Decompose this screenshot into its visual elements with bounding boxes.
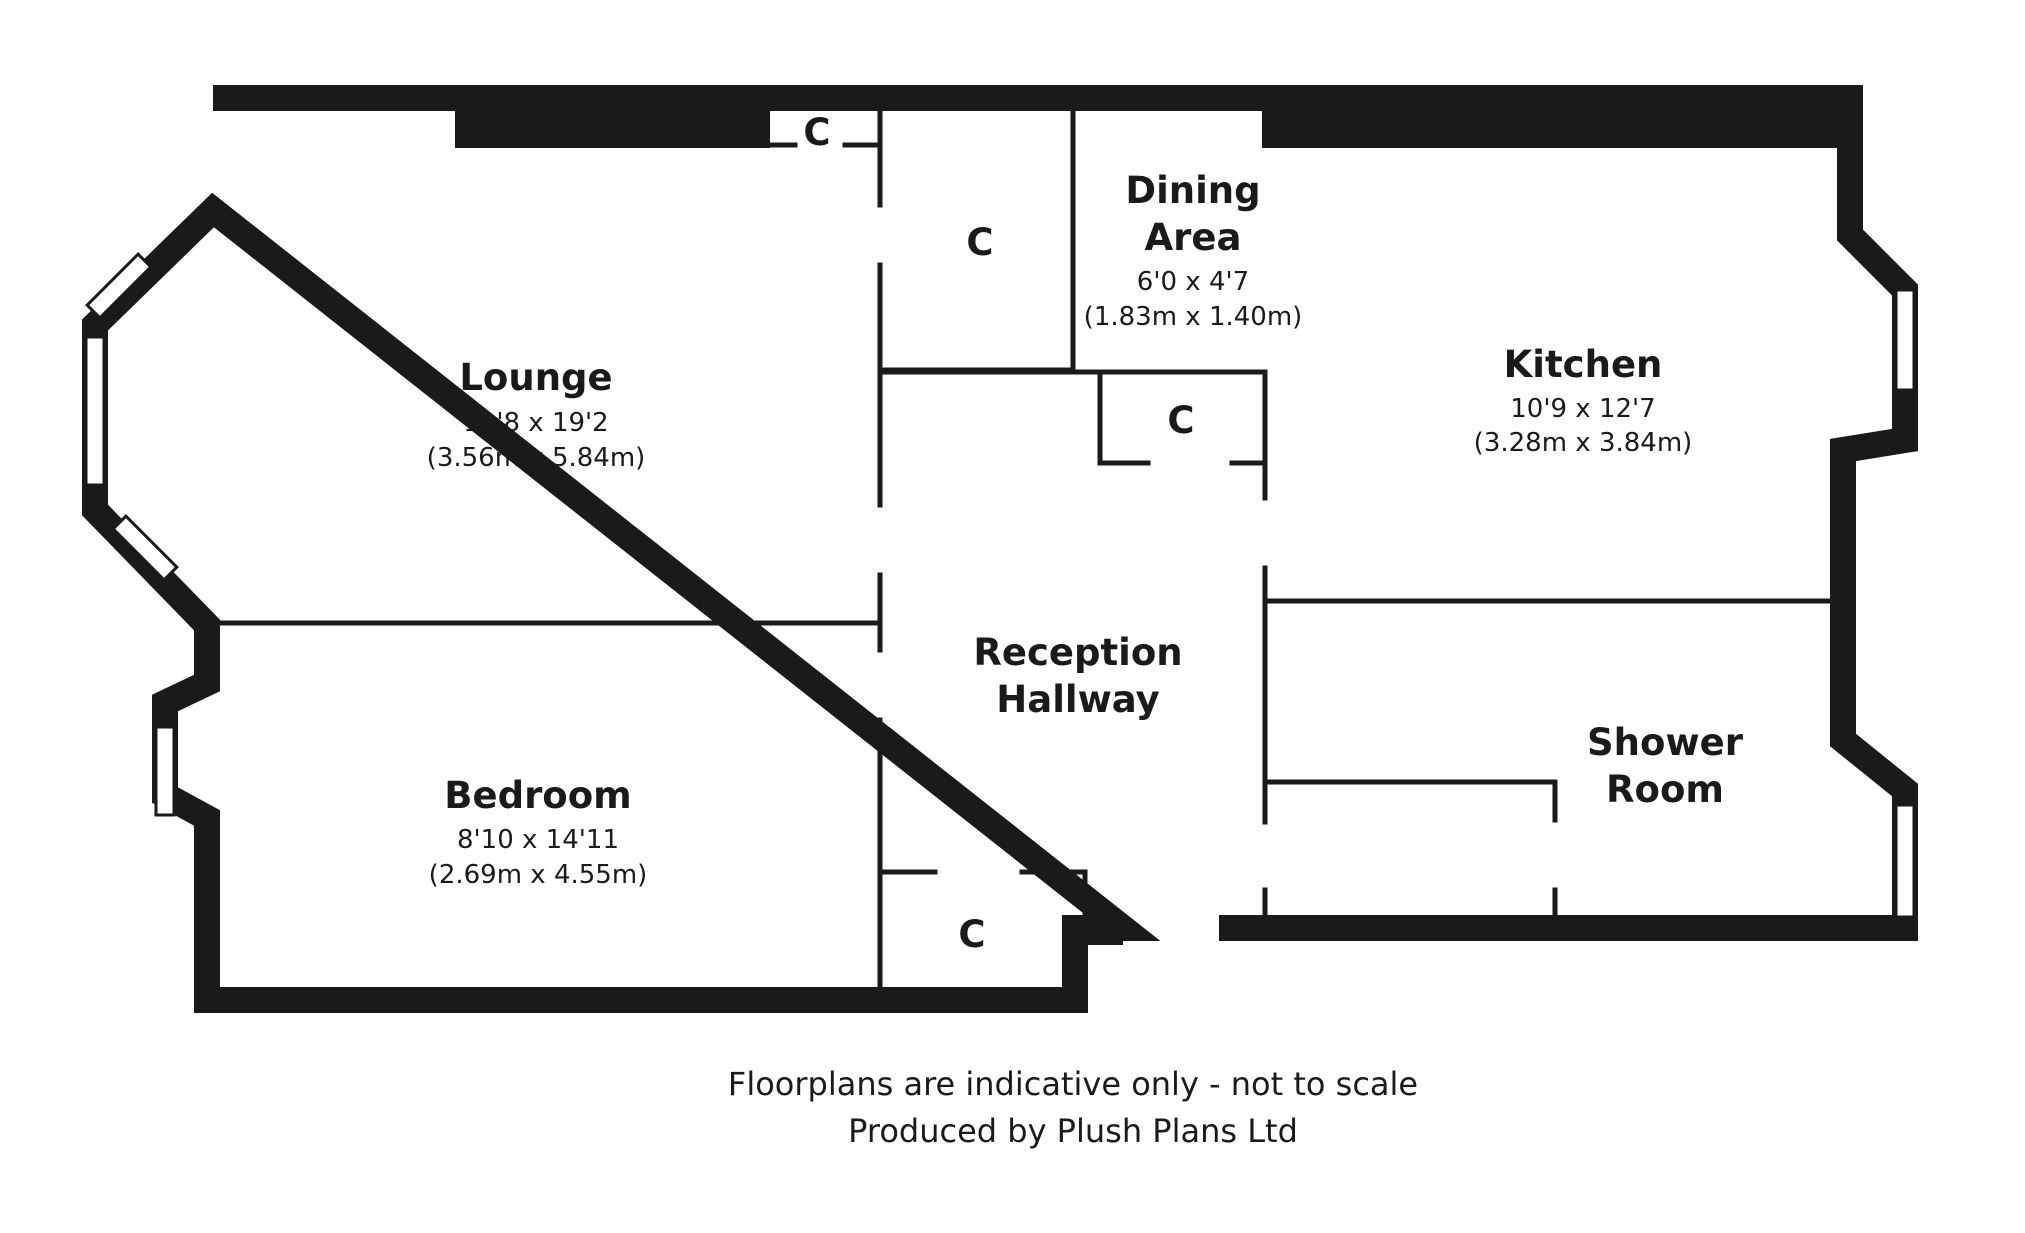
room-name: Bedroom bbox=[444, 774, 631, 817]
footer-producer: Produced by Plush Plans Ltd bbox=[848, 1112, 1298, 1150]
outer-wall bbox=[82, 85, 1918, 1013]
cupboard-label-hall: C bbox=[1167, 399, 1194, 442]
room-dims-metric: (2.69m x 4.55m) bbox=[429, 860, 648, 890]
room-dims-metric: (3.56m x 5.84m) bbox=[427, 443, 646, 473]
room-reception-hallway: Reception Hallway bbox=[973, 631, 1182, 721]
room-lounge: Lounge 11'8 x 19'2 (3.56m x 5.84m) bbox=[427, 356, 646, 473]
wall-block-lounge-top bbox=[455, 98, 770, 148]
room-name-line1: Shower bbox=[1587, 721, 1744, 764]
room-kitchen: Kitchen 10'9 x 12'7 (3.28m x 3.84m) bbox=[1474, 343, 1693, 458]
room-bedroom: Bedroom 8'10 x 14'11 (2.69m x 4.55m) bbox=[429, 774, 648, 890]
room-name-line1: Dining bbox=[1125, 169, 1260, 212]
room-name: Lounge bbox=[459, 356, 612, 399]
room-name-line2: Hallway bbox=[996, 678, 1159, 721]
room-dining-area: Dining Area 6'0 x 4'7 (1.83m x 1.40m) bbox=[1084, 169, 1303, 332]
footer-disclaimer: Floorplans are indicative only - not to … bbox=[728, 1065, 1418, 1103]
room-name-line2: Room bbox=[1606, 768, 1724, 811]
window-kitchen bbox=[1894, 288, 1916, 392]
window-lounge-upper bbox=[85, 252, 153, 320]
room-dims-imperial: 10'9 x 12'7 bbox=[1510, 394, 1655, 424]
wall-block-entrance bbox=[1075, 915, 1123, 945]
room-dims-imperial: 11'8 x 19'2 bbox=[463, 408, 608, 438]
window-lounge-center bbox=[84, 335, 106, 487]
room-dims-imperial: 8'10 x 14'11 bbox=[457, 825, 619, 855]
room-name: Kitchen bbox=[1504, 343, 1663, 386]
cupboard-label-upper: C bbox=[966, 221, 993, 264]
internal-partitions bbox=[217, 107, 1841, 993]
room-name-line1: Reception bbox=[973, 631, 1182, 674]
room-dims-metric: (3.28m x 3.84m) bbox=[1474, 428, 1693, 458]
cupboard-label-top: C bbox=[803, 111, 830, 154]
window-bedroom bbox=[154, 725, 176, 817]
room-dims-metric: (1.83m x 1.40m) bbox=[1084, 302, 1303, 332]
cupboard-label-lower: C bbox=[958, 913, 985, 956]
window-lounge-lower bbox=[111, 514, 179, 582]
wall-block-kitchen-top bbox=[1262, 98, 1850, 148]
room-dims-imperial: 6'0 x 4'7 bbox=[1137, 267, 1249, 297]
room-name-line2: Area bbox=[1145, 216, 1242, 259]
window-shower-room bbox=[1894, 803, 1916, 919]
room-shower-room: Shower Room bbox=[1587, 721, 1744, 811]
